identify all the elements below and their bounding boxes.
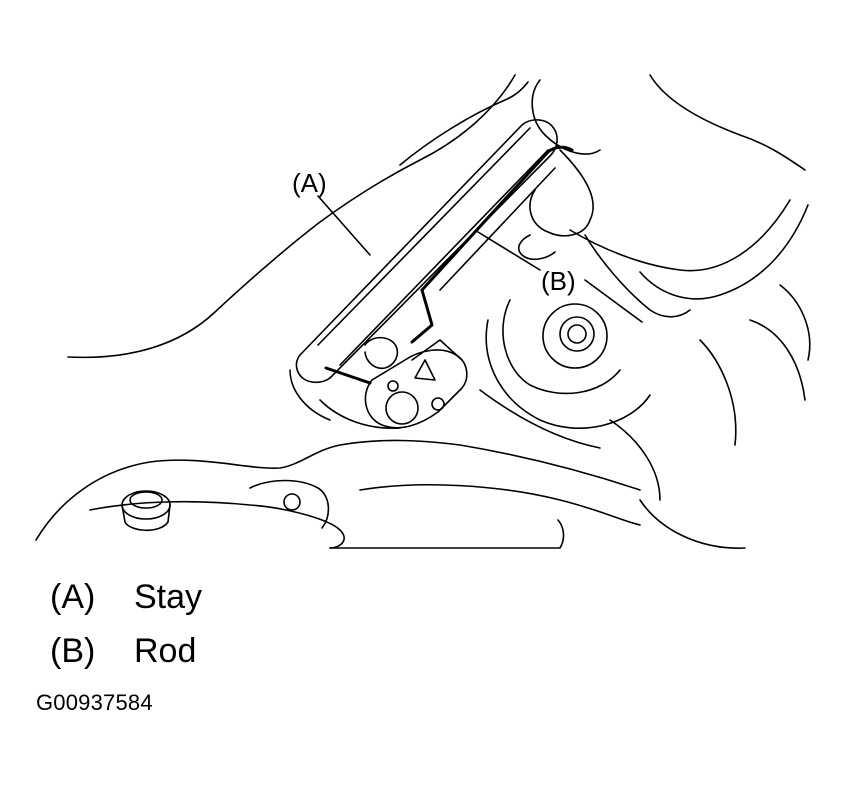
figure-id: G00937584 — [36, 690, 153, 715]
legend: (A) Stay (B) Rod — [50, 570, 202, 678]
hand-illustration — [518, 74, 809, 318]
bolt-nut — [485, 299, 651, 429]
lower-body-structure — [35, 284, 811, 549]
wrench-tool — [364, 336, 468, 429]
grommet-plug — [121, 490, 171, 532]
callout-b-label: (B) — [541, 266, 576, 296]
legend-item-b: (B) Rod — [50, 624, 202, 678]
legend-key-a: (A) — [50, 577, 96, 616]
legend-label-b: Rod — [134, 631, 197, 670]
callout-a-label: (A) — [292, 168, 327, 198]
rod-part — [410, 145, 574, 344]
callout-a-leader — [317, 195, 371, 256]
body-contour-upper-left — [67, 74, 516, 359]
callout-b-leader — [477, 231, 541, 271]
legend-key-b: (B) — [50, 631, 96, 670]
body-contour-inner — [399, 81, 529, 166]
stay-part — [295, 119, 558, 385]
parts-illustration: (A) (B) — [35, 74, 811, 549]
legend-item-a: (A) Stay — [50, 570, 202, 624]
legend-label-a: Stay — [134, 577, 203, 616]
callout-b-leader-2 — [584, 279, 643, 323]
